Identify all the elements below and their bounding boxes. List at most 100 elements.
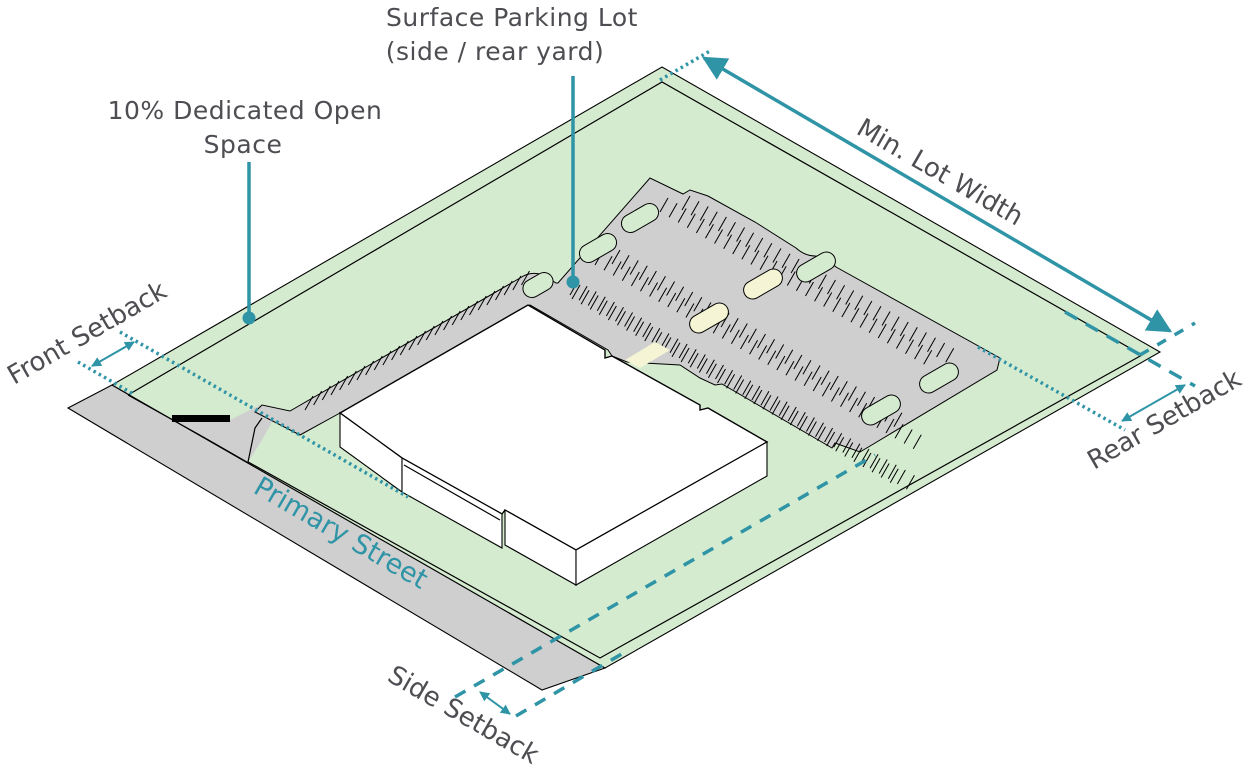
stall-line [629,260,639,275]
stall-line [443,315,452,331]
stall-line [347,370,357,386]
stall-line [758,345,768,360]
stall-line [503,280,513,296]
stall-line [626,316,635,331]
stall-line [757,333,766,349]
stall-line [894,424,904,439]
stall-line [304,395,314,411]
stall-line [630,271,640,287]
stall-line [857,391,866,406]
stall-line [849,397,859,413]
stall-line [794,366,804,381]
stall-line [382,350,392,366]
stall-line [903,429,913,444]
stall-line [838,381,848,396]
stall-line [817,426,826,441]
stall-line [495,285,504,301]
stall-line [821,382,831,397]
stall-line [615,307,624,322]
stall-line [417,330,427,346]
stall-line [605,301,615,317]
stall-line [858,403,868,418]
stall-line [399,340,409,356]
stall-line [906,475,915,490]
stall-line [824,427,834,443]
stall-line [787,406,797,422]
side-setback-arrow[interactable] [479,691,511,715]
stall-line [878,459,888,474]
stall-line [680,347,690,363]
stall-line [735,379,745,394]
stall-line [762,395,772,410]
stall-line [321,385,331,401]
stall-line [677,208,687,223]
stall-line [895,334,905,349]
stall-line [815,422,824,437]
stall-line [408,335,418,351]
stall-line [633,317,643,332]
stall-line [607,305,617,321]
stall-line [644,326,654,342]
stall-line [749,340,759,355]
stall-line [596,296,606,311]
stall-line [896,469,906,485]
stall-line [945,348,955,363]
callout-dot [242,311,256,325]
stall-line [767,350,777,365]
rear-setback-arrow[interactable] [1121,384,1186,422]
stall-line [624,312,633,327]
stall-line [612,261,622,276]
stall-line [769,396,779,411]
stall-line [847,386,857,401]
stall-line [676,298,686,313]
stall-line [598,300,608,315]
stall-line [603,256,613,271]
building-roof [338,304,769,551]
stall-line [666,281,675,296]
callout-dot [566,275,580,289]
stall-line [869,454,879,469]
stall-line [486,290,496,306]
stall-line [853,447,863,462]
island [861,394,901,426]
stall-line [871,458,881,473]
stall-line [638,265,648,280]
stall-line [580,290,590,305]
parking-callout [566,76,580,289]
stall-line [802,360,812,375]
stall-line [833,433,843,448]
stall-line [649,282,658,297]
stall-line [635,321,645,336]
stall-line [776,355,786,371]
stall-line [715,364,724,380]
stall-line [840,392,849,407]
stall-line [760,391,770,406]
island [522,272,554,298]
stall-line [812,376,822,392]
stall-line [785,361,795,376]
open-space-callout [242,162,256,325]
stall-line [798,416,808,431]
stall-line [373,355,383,371]
stall-line [687,349,697,364]
stall-line [717,368,726,384]
min-lot-width-arrow[interactable] [701,56,1173,333]
stall-line [851,443,861,458]
front-setback-arrow[interactable] [91,341,135,367]
stall-line [671,342,681,357]
stall-line [753,389,763,405]
stall-line [862,452,872,468]
stall-line [657,276,666,291]
open-space-label-line2: Space [204,130,283,159]
parking-label-line1: Surface Parking Lot [386,3,638,32]
stall-line [611,249,621,265]
driveway-edge [247,417,263,463]
stall-line [842,438,852,453]
stall-line [669,338,679,353]
stall-line [621,266,631,281]
stall-line [905,339,914,354]
stall-line [740,334,749,350]
island [578,233,618,263]
curb-marker [172,415,230,422]
stall-line [893,412,903,427]
